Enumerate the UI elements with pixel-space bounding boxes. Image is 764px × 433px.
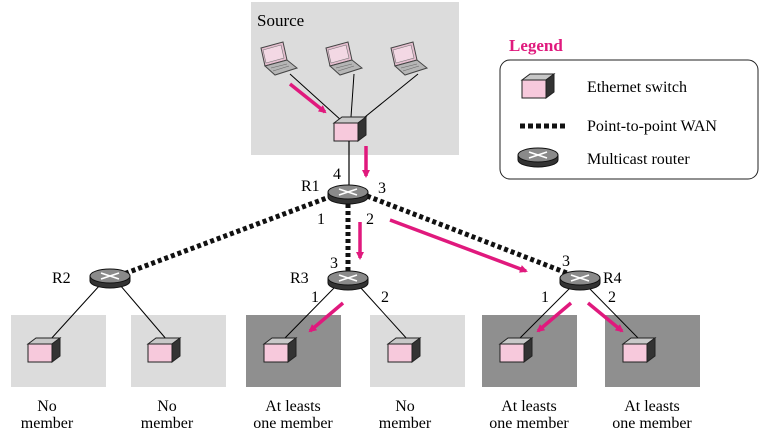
lan-switch-icon (27, 337, 61, 363)
port-number: 3 (378, 180, 386, 197)
lan-link (282, 286, 336, 341)
router-r2-icon (89, 268, 131, 289)
lan-link (49, 284, 101, 341)
lan-switch-icon (622, 337, 656, 363)
router-r3-icon (327, 270, 369, 291)
port-number: 3 (330, 255, 338, 272)
multicast-arrow (308, 301, 345, 333)
multicast-arrow (389, 218, 528, 273)
lan-caption: At leasts (501, 398, 557, 415)
router-r3-label: R3 (290, 270, 309, 287)
lan-caption: one member (612, 415, 692, 432)
ethernet-switch-icon (521, 73, 555, 99)
lan-caption: At leasts (624, 398, 680, 415)
legend-item-label: Ethernet switch (587, 79, 687, 96)
router-r4-label: R4 (603, 270, 622, 287)
lan-caption: member (141, 415, 194, 432)
legend-title: Legend (509, 36, 563, 55)
port-number: 2 (381, 289, 389, 306)
lan-caption: No (37, 398, 57, 415)
multicast-arrow (536, 301, 573, 333)
router-r2-label: R2 (52, 270, 71, 287)
legend-item-label: Multicast router (587, 151, 690, 168)
wan-link-r1-r2 (120, 193, 333, 278)
port-number: 1 (311, 289, 319, 306)
port-number: 1 (317, 211, 325, 228)
lan-switch-icon (147, 337, 181, 363)
lan-link (517, 286, 572, 341)
source-switch-icon (333, 116, 367, 142)
port-number: 1 (541, 289, 549, 306)
lan-caption: No (157, 398, 177, 415)
multicast-arrow (288, 82, 327, 114)
lan-caption: member (21, 415, 74, 432)
lan-caption: member (379, 415, 432, 432)
source-label: Source (257, 11, 304, 30)
laptop-link (289, 73, 343, 122)
port-number: 3 (562, 253, 570, 270)
lan-caption: At leasts (265, 398, 321, 415)
laptop-link (350, 73, 355, 118)
laptop-link (359, 73, 419, 122)
router-r1-label: R1 (301, 178, 320, 195)
legend-box (499, 59, 759, 180)
port-number: 2 (366, 211, 374, 228)
multicast-arrow (586, 301, 624, 333)
lan-caption: one member (253, 415, 333, 432)
lan-switch-icon (263, 337, 297, 363)
lan-caption: one member (489, 415, 569, 432)
lan-link (119, 284, 168, 341)
legend-item-label: Point-to-point WAN (587, 118, 717, 135)
port-number: 4 (333, 166, 341, 183)
lan-link (587, 286, 641, 341)
port-number: 2 (608, 289, 616, 306)
lan-switch-icon (387, 337, 421, 363)
lan-switch-icon (499, 337, 533, 363)
wan-link-r1-r4 (366, 193, 573, 278)
multicast-router-icon (517, 147, 559, 168)
lan-link (359, 286, 409, 341)
router-r4-icon (559, 270, 601, 291)
lan-caption: No (395, 398, 415, 415)
router-r1-icon (327, 184, 369, 205)
